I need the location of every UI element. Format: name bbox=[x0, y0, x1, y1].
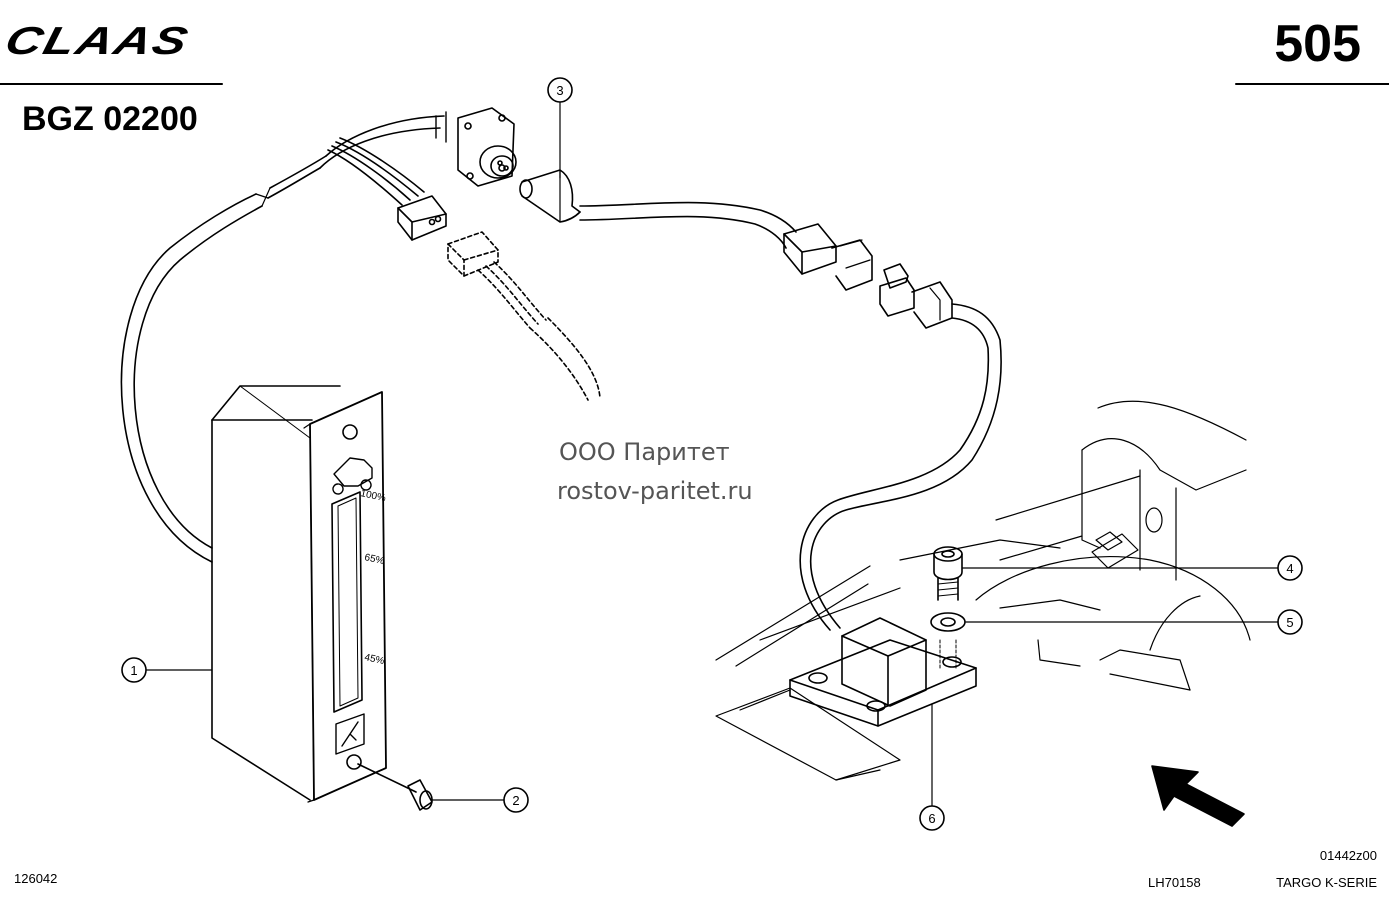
display-unit-housing bbox=[211, 385, 341, 801]
callout-5: 5 bbox=[1286, 615, 1293, 630]
sensor-cable bbox=[519, 169, 797, 249]
callout-leaders bbox=[145, 101, 1279, 807]
gauge-labels: 100% 65% 45% bbox=[359, 488, 386, 667]
small-plug bbox=[397, 195, 447, 241]
mating-plug bbox=[447, 231, 601, 401]
callout-circles bbox=[121, 77, 1303, 831]
footer-middle-code: LH70158 bbox=[1148, 875, 1201, 890]
sensor-block bbox=[841, 617, 927, 707]
callout-6: 6 bbox=[928, 811, 935, 826]
gauge-label-100: 100% bbox=[359, 488, 386, 504]
callout-4: 4 bbox=[1286, 561, 1293, 576]
page-number: 505 bbox=[1274, 15, 1361, 73]
footer-drawing-code: 01442z00 bbox=[1319, 848, 1377, 863]
connector-male bbox=[783, 223, 873, 291]
washer-5 bbox=[930, 612, 966, 669]
tractor-symbol bbox=[332, 457, 373, 495]
cable-main bbox=[120, 155, 327, 563]
watermark-site: rostov-paritet.ru bbox=[557, 477, 753, 505]
footer-left-code: 126042 bbox=[14, 871, 58, 886]
direction-arrow bbox=[1151, 765, 1245, 827]
callout-1: 1 bbox=[130, 663, 137, 678]
gauge-label-45: 45% bbox=[363, 652, 385, 667]
gauge-label-65: 65% bbox=[363, 552, 385, 567]
brand-logo: CLAAS bbox=[0, 18, 195, 63]
screw-2 bbox=[357, 763, 433, 811]
cable-to-flange bbox=[319, 111, 447, 169]
callout-numbers: 1 2 3 4 5 6 bbox=[130, 83, 1293, 826]
gauge-icon bbox=[335, 713, 365, 755]
callout-3: 3 bbox=[556, 83, 563, 98]
bolt-4 bbox=[933, 546, 963, 601]
watermark-company: ООО Паритет bbox=[559, 438, 730, 466]
callout-2: 2 bbox=[512, 793, 519, 808]
wire-branch bbox=[327, 137, 425, 206]
footer-series: TARGO K-SERIE bbox=[1276, 875, 1377, 890]
sensor-bracket bbox=[789, 639, 977, 727]
group-code: BGZ 02200 bbox=[22, 100, 198, 138]
machine-frame bbox=[715, 400, 1251, 781]
display-unit-front-panel bbox=[303, 391, 387, 803]
connector-female bbox=[799, 263, 1002, 631]
flange-connector bbox=[457, 107, 517, 187]
